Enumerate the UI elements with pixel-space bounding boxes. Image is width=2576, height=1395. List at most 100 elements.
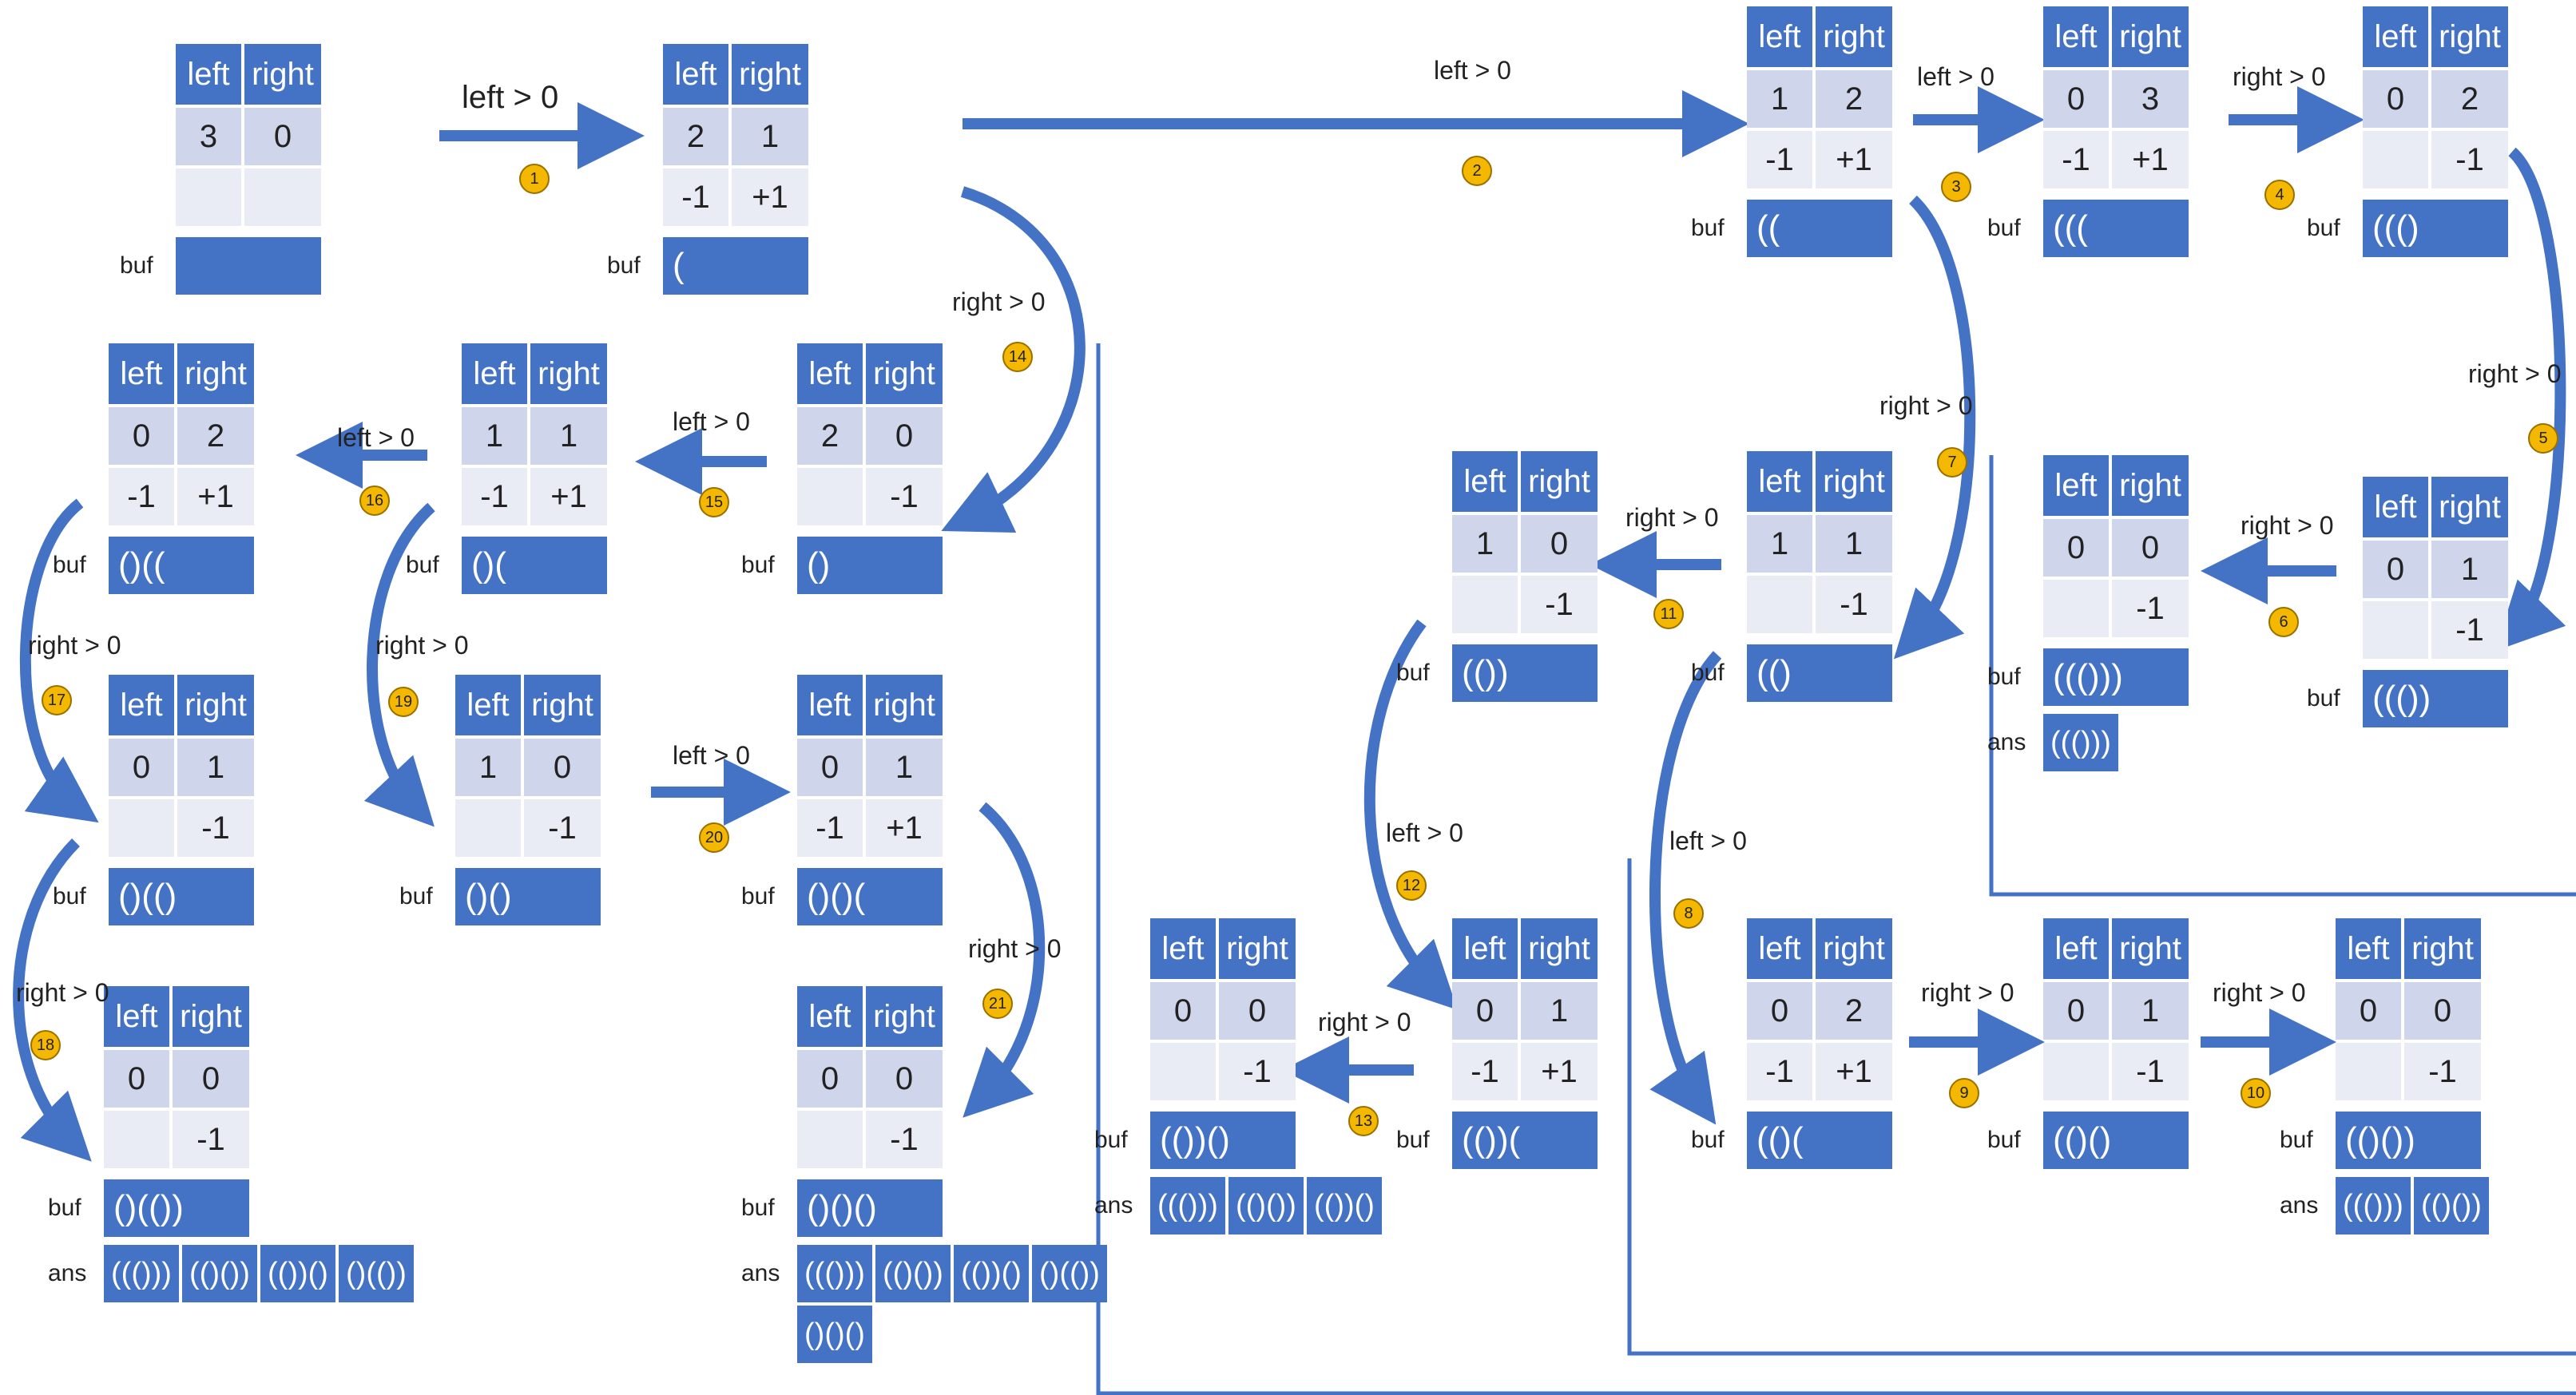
right-count: 1 <box>1816 515 1892 573</box>
buffer-cell: buf(() <box>1691 644 1892 702</box>
buffer-value: ((( <box>2053 208 2088 248</box>
buffer-label: buf <box>741 1195 775 1221</box>
buffer-value: (())() <box>1160 1120 1230 1159</box>
answer-item: (())() <box>1307 1177 1382 1234</box>
answer-label: ans <box>741 1260 780 1286</box>
left-header: left <box>1452 918 1518 979</box>
step-number-badge: 21 <box>982 989 1013 1019</box>
buffer-cell: buf()(( <box>53 537 254 594</box>
left-header: left <box>797 986 863 1047</box>
edge-condition-label: right > 0 <box>2468 359 2562 388</box>
edge-condition-label: right > 0 <box>375 631 469 660</box>
left-header: left <box>1150 918 1216 979</box>
buffer-cell: buf(( <box>1691 200 1892 257</box>
buffer-value: ((()) <box>2372 679 2431 718</box>
buffer-value: ((() <box>2372 208 2419 248</box>
answer-item: ()(()) <box>339 1245 414 1302</box>
right-header: right <box>2112 6 2189 67</box>
edge-condition-label: right > 0 <box>1318 1008 1411 1036</box>
buffer-value: (()()) <box>2345 1120 2415 1159</box>
edge-condition-label: right > 0 <box>952 287 1046 316</box>
left-header: left <box>2043 455 2109 516</box>
step-number-badge: 16 <box>359 485 390 516</box>
buffer-value: ( <box>673 246 685 285</box>
left-delta: -1 <box>797 799 863 857</box>
right-delta: -1 <box>524 799 601 857</box>
edge-condition-label: left > 0 <box>1669 826 1747 855</box>
left-header: left <box>109 675 174 735</box>
left-delta: -1 <box>1747 1043 1812 1100</box>
left-header: left <box>1747 918 1812 979</box>
buffer-cell: buf( <box>607 237 808 295</box>
right-header: right <box>1521 451 1598 512</box>
buffer-label: buf <box>53 883 86 910</box>
left-header: left <box>797 343 863 404</box>
right-count: 2 <box>2431 70 2508 128</box>
left-count: 0 <box>104 1050 169 1108</box>
right-delta: +1 <box>177 468 254 525</box>
left-count: 0 <box>2363 541 2428 598</box>
left-count: 1 <box>462 407 527 465</box>
right-count: 1 <box>2431 541 2508 598</box>
answer-item: ((())) <box>1150 1177 1225 1234</box>
buffer-value: ()(( <box>118 545 165 585</box>
left-delta <box>1747 576 1812 633</box>
edge-condition-label: right > 0 <box>2213 978 2306 1007</box>
left-delta: -1 <box>109 468 174 525</box>
right-header: right <box>2431 6 2508 67</box>
buffer-cell: buf <box>120 237 321 295</box>
edge-condition-label: right > 0 <box>1921 978 2014 1007</box>
answer-item: (())() <box>954 1245 1029 1302</box>
right-delta: -1 <box>177 799 254 857</box>
right-delta: +1 <box>1521 1043 1598 1100</box>
left-count: 1 <box>1747 515 1812 573</box>
left-delta <box>2336 1043 2401 1100</box>
right-delta: +1 <box>2112 131 2189 188</box>
step-number-badge: 4 <box>2264 180 2295 210</box>
right-header: right <box>244 44 321 105</box>
arrow-step-7 <box>1893 195 1976 660</box>
step-number-badge: 2 <box>1462 156 1492 186</box>
answer-label: ans <box>1094 1192 1133 1219</box>
step-number-badge: 19 <box>388 687 419 717</box>
group-frame-line <box>1096 343 2576 1395</box>
buffer-label: buf <box>120 252 153 279</box>
right-count: 2 <box>1816 70 1892 128</box>
right-header: right <box>173 986 249 1047</box>
buffer-value: ()(()) <box>113 1188 184 1227</box>
step-number-badge: 12 <box>1396 870 1427 901</box>
answer-list: ((()))(()()) <box>2336 1177 2575 1234</box>
answer-row: ans((()))(()())(())()()(())()()() <box>741 1245 1107 1363</box>
left-count: 1 <box>1452 515 1518 573</box>
buffer-label: buf <box>1396 660 1430 686</box>
right-count: 1 <box>1521 982 1598 1040</box>
edge-condition-label: right > 0 <box>968 934 1062 963</box>
left-count: 3 <box>176 108 241 165</box>
right-count: 3 <box>2112 70 2189 128</box>
left-count: 0 <box>797 739 863 796</box>
buffer-cell: buf()(() <box>53 868 254 925</box>
buffer-value: ()() <box>465 877 512 916</box>
left-header: left <box>455 675 521 735</box>
step-number-badge: 13 <box>1348 1106 1379 1136</box>
buffer-cell: buf((()) <box>2307 670 2508 727</box>
right-header: right <box>2112 455 2189 516</box>
right-delta: -1 <box>2404 1043 2481 1100</box>
